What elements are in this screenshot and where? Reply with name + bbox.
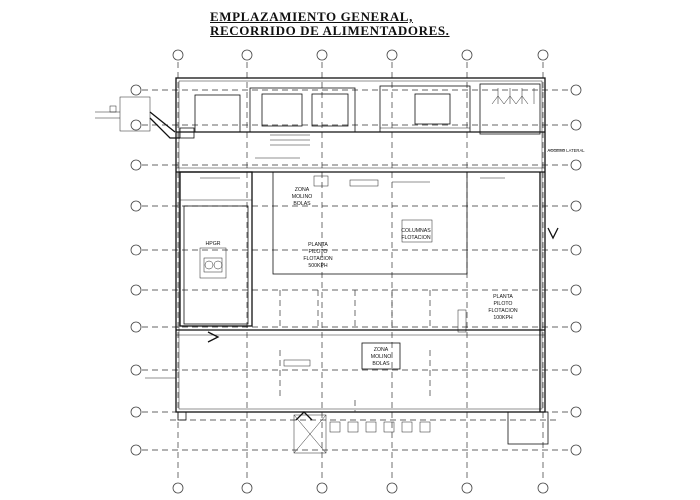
label-zona-molino-1-l3: BOLAS <box>293 201 311 207</box>
annotations <box>145 127 565 379</box>
grid-bubble-icon <box>570 84 582 96</box>
label-planta-100-l1: PLANTA <box>493 294 513 300</box>
label-planta-500-l3: FLOTACION <box>303 256 333 262</box>
central-platform <box>272 171 468 275</box>
grid-bubble-icon <box>461 482 473 494</box>
room-labels: ZONA MOLINO BOLAS COLUMNAS FLOTACION PLA… <box>206 148 586 367</box>
grid-bubble-icon <box>461 49 473 61</box>
grid-bubble-icon <box>130 284 142 296</box>
arrow-right-icon <box>207 331 220 343</box>
grid-bubble-icon <box>241 482 253 494</box>
zone-divider <box>176 172 545 412</box>
grid-bubble-icon <box>130 119 142 131</box>
label-acceso-lateral: ACCESO LATERAL <box>547 148 585 153</box>
access-arrow-icon <box>295 411 313 421</box>
grid-bubble-icon <box>570 244 582 256</box>
label-planta-100-l4: 100KPH <box>493 315 513 321</box>
grid-bubble-icon <box>570 321 582 333</box>
grid-bubble-icon <box>570 444 582 456</box>
grid-bubble-icon <box>316 482 328 494</box>
arrow-down-icon <box>547 227 559 240</box>
lower-area <box>177 342 549 454</box>
grid-bubble-icon <box>537 482 549 494</box>
grid-bubble-icon <box>570 364 582 376</box>
grid-bubble-icon <box>316 49 328 61</box>
grid-bubble-icon <box>172 482 184 494</box>
grid-bubble-icon <box>130 364 142 376</box>
label-columnas-l2: FLOTACION <box>401 235 431 241</box>
grid-bubble-icon <box>537 49 549 61</box>
grid-bubble-icon <box>172 49 184 61</box>
grid-bubble-icon <box>570 200 582 212</box>
feeder-run <box>95 96 195 139</box>
label-zona-molino-2-l3: BOLAS <box>372 361 390 367</box>
grid-bubble-icon <box>130 200 142 212</box>
building-outline <box>175 77 546 413</box>
grid-bubble-icon <box>130 84 142 96</box>
label-zona-molino-1-l2: MOLINO <box>292 194 312 200</box>
grid-bubble-icon <box>241 49 253 61</box>
grid-bubble-icon <box>570 284 582 296</box>
drawing-title: EMPLAZAMIENTO GENERAL, RECORRIDO DE ALIM… <box>210 9 450 38</box>
grid-bubble-icon <box>130 406 142 418</box>
label-zona-molino-2-l1: ZONA <box>374 347 389 353</box>
grid-bubble-icon <box>130 159 142 171</box>
label-columnas-l1: COLUMNAS <box>401 228 431 234</box>
label-zona-molino-2-l2: MOLINO <box>371 354 391 360</box>
label-zona-molino-1-l1: ZONA <box>295 187 310 193</box>
label-planta-100-l2: PILOTO <box>494 301 513 307</box>
hpgr-area <box>179 171 253 327</box>
grid-bubbles <box>130 49 582 494</box>
dashed-layout <box>170 290 560 421</box>
grid-bubble-icon <box>130 444 142 456</box>
grid-bubble-icon <box>130 244 142 256</box>
grid-bubble-icon <box>386 482 398 494</box>
label-planta-500-l1: PLANTA <box>308 242 328 248</box>
grid-bubble-icon <box>130 321 142 333</box>
label-hpgr: HPGR <box>206 241 221 247</box>
label-planta-500-l4: 500KPH <box>308 263 328 269</box>
grid-bubble-icon <box>386 49 398 61</box>
label-planta-100-l3: FLOTACION <box>488 308 518 314</box>
grid-bubble-icon <box>570 159 582 171</box>
label-planta-500-l2: PILOTO <box>309 249 328 255</box>
grid-bubble-icon <box>570 119 582 131</box>
grid-bubble-icon <box>570 406 582 418</box>
flow-arrows <box>207 227 559 421</box>
